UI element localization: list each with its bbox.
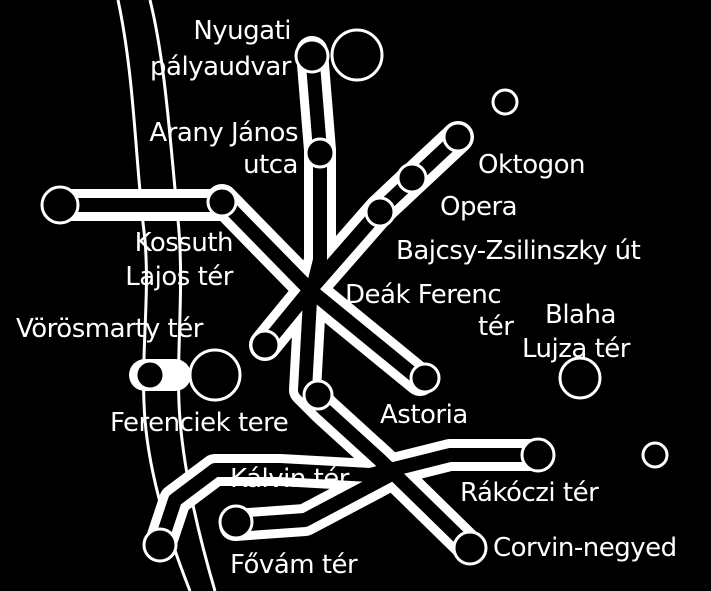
label-astoria: Astoria	[380, 400, 468, 430]
label-nyugati-1: Nyugati	[193, 16, 291, 46]
label-bajcsy: Bajcsy-Zsilinszky út	[396, 236, 641, 266]
station-fovam-w	[142, 527, 178, 563]
label-nyugati-2: pályaudvar	[150, 52, 291, 82]
station-nyugati-2	[330, 28, 384, 82]
label-kossuth-2: Lajos tér	[125, 262, 233, 292]
station-blaha	[558, 356, 602, 400]
station-e	[641, 441, 669, 469]
station-bajcsy	[364, 196, 396, 228]
label-deak-2: tér	[478, 312, 514, 342]
station-rakoczi	[520, 437, 556, 473]
station-opera	[396, 162, 428, 194]
label-opera: Opera	[440, 192, 518, 222]
label-blaha-1: Blaha	[545, 300, 616, 330]
station-ne	[491, 88, 519, 116]
label-arany-2: utca	[243, 150, 298, 180]
station-corvin	[452, 530, 488, 566]
label-corvin: Corvin-negyed	[493, 533, 677, 563]
label-rakoczi: Rákóczi tér	[460, 478, 599, 508]
line-m2	[215, 193, 427, 387]
station-kalvin	[218, 504, 254, 540]
label-ferenciek: Ferenciek tere	[110, 408, 289, 438]
label-vorosmarty: Vörösmarty tér	[16, 314, 203, 344]
label-oktogon: Oktogon	[478, 150, 586, 180]
station-ferenciek-2	[134, 359, 166, 391]
label-blaha-2: Lujza tér	[522, 334, 630, 364]
station-west	[40, 185, 80, 225]
station-ferenciek	[188, 348, 242, 402]
station-nyugati	[294, 38, 330, 74]
label-deak-1: Deák Ferenc	[345, 280, 502, 310]
station-kossuth	[206, 186, 238, 218]
river-outline-group	[116, 0, 217, 591]
line-m4	[153, 448, 545, 552]
station-vorosmarty	[249, 329, 281, 361]
station-oktogon	[442, 121, 474, 153]
station-arany	[304, 137, 336, 169]
label-kalvin: Kálvin tér	[230, 464, 349, 494]
station-astoria-a	[302, 379, 334, 411]
label-arany-1: Arany János	[149, 118, 298, 148]
station-deak-se	[409, 362, 441, 394]
label-fovam: Fővám tér	[230, 550, 358, 580]
label-kossuth-1: Kossuth	[134, 228, 234, 258]
stations-group	[40, 28, 669, 566]
line-m4-branch	[228, 468, 397, 532]
